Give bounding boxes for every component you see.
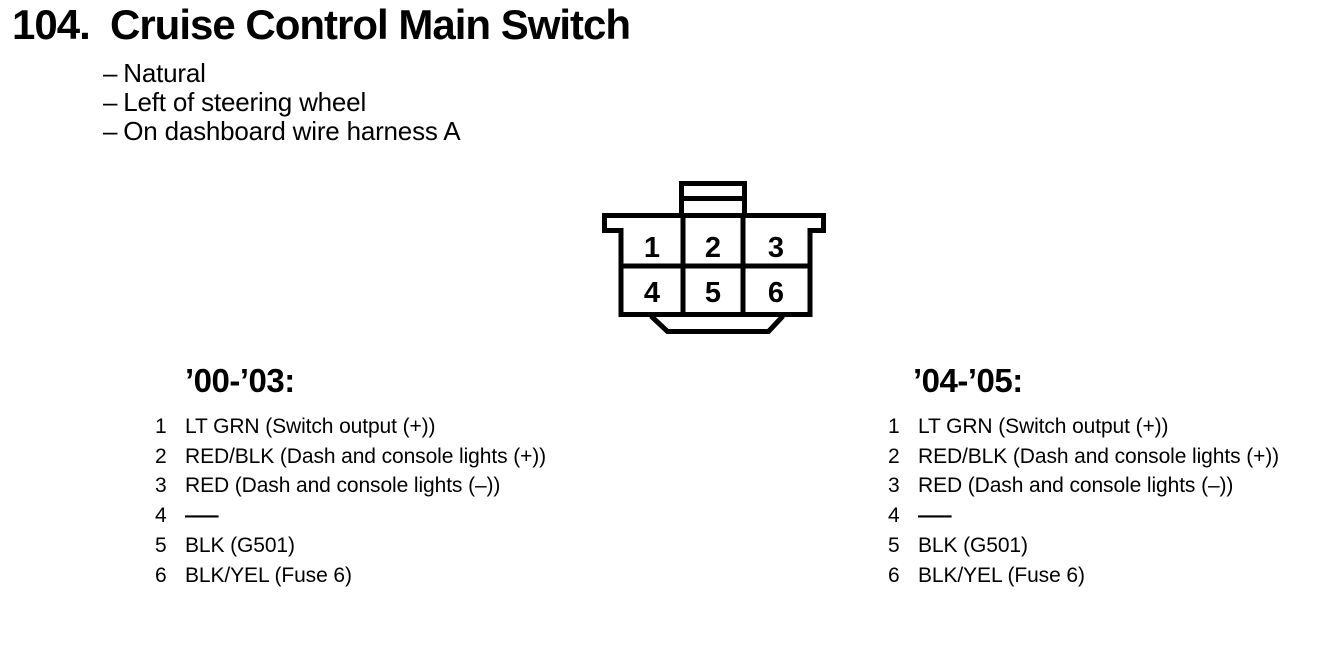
pin-legend-04-05: 1 LT GRN (Switch output (+)) 2 RED/BLK (…: [888, 412, 1279, 590]
pin-number: 2: [155, 444, 167, 468]
pin-row: 4 —: [155, 501, 546, 531]
dash-bullet: –: [103, 87, 118, 117]
pin-number: 4: [155, 504, 167, 528]
pin-number: 6: [155, 563, 167, 587]
pin-number: 5: [888, 533, 900, 557]
pin-number: 3: [155, 474, 167, 498]
note-text: Left of steering wheel: [123, 87, 367, 117]
connector-pin-number: 5: [705, 277, 721, 309]
pin-description: BLK/YEL (Fuse 6): [185, 563, 352, 587]
pin-description-no-connection: —: [918, 504, 952, 528]
pin-description: BLK (G501): [918, 533, 1028, 557]
pin-description: RED/BLK (Dash and console lights (+)): [918, 444, 1280, 468]
pin-description-no-connection: —: [185, 504, 219, 528]
pin-number: 1: [155, 415, 167, 438]
note-text: Natural: [123, 58, 206, 88]
pin-row: 6 BLK/YEL (Fuse 6): [155, 561, 546, 591]
pin-number: 4: [888, 504, 900, 528]
pin-legend-00-03: 1 LT GRN (Switch output (+)) 2 RED/BLK (…: [155, 412, 546, 590]
dash-bullet: –: [103, 116, 118, 146]
note-item: – Natural: [103, 59, 460, 88]
dash-bullet: –: [103, 58, 118, 88]
pin-row: 4 —: [888, 501, 1279, 531]
pin-row: 5 BLK (G501): [155, 531, 546, 561]
note-item: – Left of steering wheel: [103, 88, 460, 117]
pin-number: 3: [888, 474, 900, 498]
connector-latch-tab: [679, 181, 747, 214]
pin-number: 1: [888, 415, 900, 438]
pin-row: 3 RED (Dash and console lights (–)): [888, 471, 1279, 501]
pin-row: 1 LT GRN (Switch output (+)): [888, 412, 1279, 442]
pin-description: LT GRN (Switch output (+)): [918, 415, 1169, 438]
pin-description: LT GRN (Switch output (+)): [185, 415, 436, 438]
pin-description: BLK (G501): [185, 533, 295, 557]
pin-description: BLK/YEL (Fuse 6): [918, 563, 1085, 587]
connector-pin-number: 3: [768, 232, 784, 264]
pin-row: 1 LT GRN (Switch output (+)): [155, 412, 546, 442]
connector-pin-number: 2: [705, 232, 721, 264]
pin-description: RED (Dash and console lights (–)): [918, 474, 1234, 498]
notes-list: – Natural – Left of steering wheel – On …: [103, 59, 461, 146]
page-title: Cruise Control Main Switch: [110, 1, 631, 48]
pin-number: 6: [888, 563, 900, 587]
connector-pin-number: 1: [644, 232, 660, 264]
connector-pin-number: 6: [768, 277, 784, 309]
year-range-heading-00-03: ’00-’03:: [185, 362, 295, 399]
pin-row: 3 RED (Dash and console lights (–)): [155, 471, 546, 501]
connector-bottom-key: [649, 314, 785, 334]
note-text: On dashboard wire harness A: [123, 116, 461, 146]
pin-row: 6 BLK/YEL (Fuse 6): [888, 561, 1279, 591]
pin-row: 2 RED/BLK (Dash and console lights (+)): [888, 442, 1279, 472]
pin-number: 5: [155, 533, 167, 557]
pin-row: 5 BLK (G501): [888, 531, 1279, 561]
pin-row: 2 RED/BLK (Dash and console lights (+)): [155, 442, 546, 472]
pin-description: RED/BLK (Dash and console lights (+)): [185, 444, 547, 468]
connector-pin-number: 4: [644, 277, 660, 309]
connector-diagram: 1 2 3 4 5 6: [602, 181, 826, 334]
pin-number: 2: [888, 444, 900, 468]
section-number: 104.: [12, 1, 91, 48]
note-item: – On dashboard wire harness A: [103, 116, 461, 146]
year-range-heading-04-05: ’04-’05:: [913, 362, 1023, 399]
pin-description: RED (Dash and console lights (–)): [185, 474, 501, 498]
